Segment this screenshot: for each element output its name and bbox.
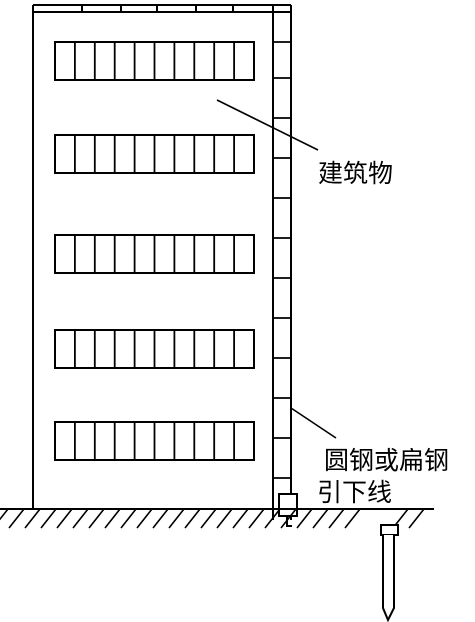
hatch-line xyxy=(152,508,169,529)
building-label: 建筑物 xyxy=(318,159,393,188)
hatch-line xyxy=(168,508,185,529)
hatch-line xyxy=(40,508,57,529)
hatch-line xyxy=(248,508,265,529)
hatch-line xyxy=(200,508,217,529)
hatch-line xyxy=(264,508,281,529)
hatch-line xyxy=(0,508,9,521)
hatch-line xyxy=(104,508,121,529)
hatch-line xyxy=(184,508,201,529)
hatch-line xyxy=(8,508,25,529)
hatch-line xyxy=(280,508,297,529)
building-windows xyxy=(54,41,255,461)
conductor-label-line1: 圆钢或扁钢 xyxy=(324,446,449,475)
hatch-line xyxy=(136,508,153,529)
down-conductor xyxy=(272,5,292,520)
hatch-line xyxy=(120,508,137,529)
roof-air-termination xyxy=(32,4,291,13)
hatch-line xyxy=(56,508,73,529)
hatch-line xyxy=(344,508,361,529)
ground-hatching xyxy=(0,508,425,529)
hatch-line xyxy=(72,508,89,529)
hatch-line xyxy=(296,508,313,529)
conductor-leader-line xyxy=(290,407,337,439)
hatch-line xyxy=(24,508,41,529)
hatch-line xyxy=(328,508,345,529)
conductor-label-line2: 引下线 xyxy=(317,478,392,507)
hatch-line xyxy=(232,508,249,529)
hatch-line xyxy=(88,508,105,529)
hatch-line xyxy=(408,508,425,529)
hatch-line xyxy=(312,508,329,529)
test-joint-box xyxy=(278,493,298,517)
building-leader-line xyxy=(216,99,319,151)
building-outline xyxy=(32,11,274,510)
earth-electrode xyxy=(380,524,399,622)
hatch-line xyxy=(216,508,233,529)
